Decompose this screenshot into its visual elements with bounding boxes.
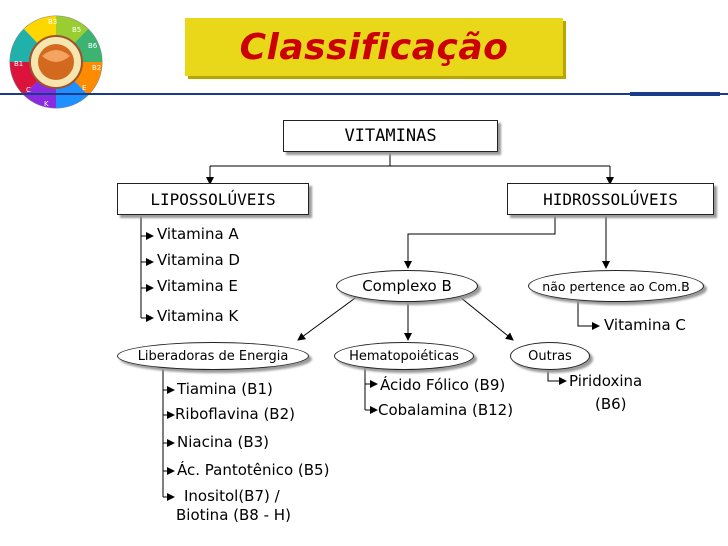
slide-title: Classificação — [239, 26, 509, 68]
logo-label: B1 — [14, 60, 23, 68]
node-lipossoluveis-label: LIPOSSOLÚVEIS — [150, 189, 276, 209]
liberadoras-item: Inositol(B7) / — [184, 487, 280, 505]
node-nao-pertence-label: não pertence ao Com.B — [542, 278, 690, 294]
logo-label: K — [44, 100, 49, 108]
lipo-item: Vitamina E — [157, 277, 238, 295]
logo-label: B6 — [88, 42, 98, 50]
node-vitaminas: VITAMINAS — [283, 120, 498, 152]
lipo-item: Vitamina A — [157, 225, 239, 243]
node-vitaminas-label: VITAMINAS — [344, 126, 437, 146]
logo-label: B2 — [92, 64, 101, 72]
node-hematopoieticas-label: Hematopoiéticas — [349, 348, 459, 364]
vitamina-c-label: Vitamina C — [604, 316, 686, 334]
logo-label: E — [82, 84, 86, 92]
outras-item: (B6) — [595, 395, 627, 413]
node-hidrossoluveis-label: HIDROSSOLÚVEIS — [543, 189, 678, 209]
logo-label: B5 — [72, 26, 81, 34]
node-complexo-b: Complexo B — [336, 270, 478, 302]
node-outras: Outras — [510, 342, 590, 370]
node-hidrossoluveis: HIDROSSOLÚVEIS — [507, 183, 714, 215]
liberadoras-item: Biotina (B8 - H) — [176, 506, 291, 524]
vitamin-wheel-logo: B3 B5 B6 B2 B1 E K C — [9, 15, 103, 109]
hemato-item: Ácido Fólico (B9) — [380, 376, 506, 394]
hemato-item: Cobalamina (B12) — [378, 401, 514, 419]
header-rule — [0, 93, 728, 95]
node-lipossoluveis: LIPOSSOLÚVEIS — [117, 183, 309, 215]
liberadoras-item: Riboflavina (B2) — [175, 405, 295, 423]
header-rule-accent — [630, 92, 720, 96]
node-liberadoras: Liberadoras de Energia — [117, 342, 309, 370]
lipo-item: Vitamina K — [157, 307, 239, 325]
logo-label: B3 — [48, 18, 57, 26]
node-hematopoieticas: Hematopoiéticas — [334, 342, 474, 370]
liberadoras-item: Niacina (B3) — [177, 433, 269, 451]
outras-item: Piridoxina — [569, 372, 643, 390]
lipo-item: Vitamina D — [157, 251, 240, 269]
logo-label: C — [26, 86, 31, 94]
node-nao-pertence: não pertence ao Com.B — [528, 270, 704, 302]
node-outras-label: Outras — [528, 348, 572, 364]
title-banner: Classificação — [185, 18, 563, 76]
liberadoras-item: Ác. Pantotênico (B5) — [177, 461, 330, 479]
node-complexo-b-label: Complexo B — [362, 277, 452, 295]
node-liberadoras-label: Liberadoras de Energia — [137, 348, 289, 364]
liberadoras-item: Tiamina (B1) — [177, 380, 273, 398]
